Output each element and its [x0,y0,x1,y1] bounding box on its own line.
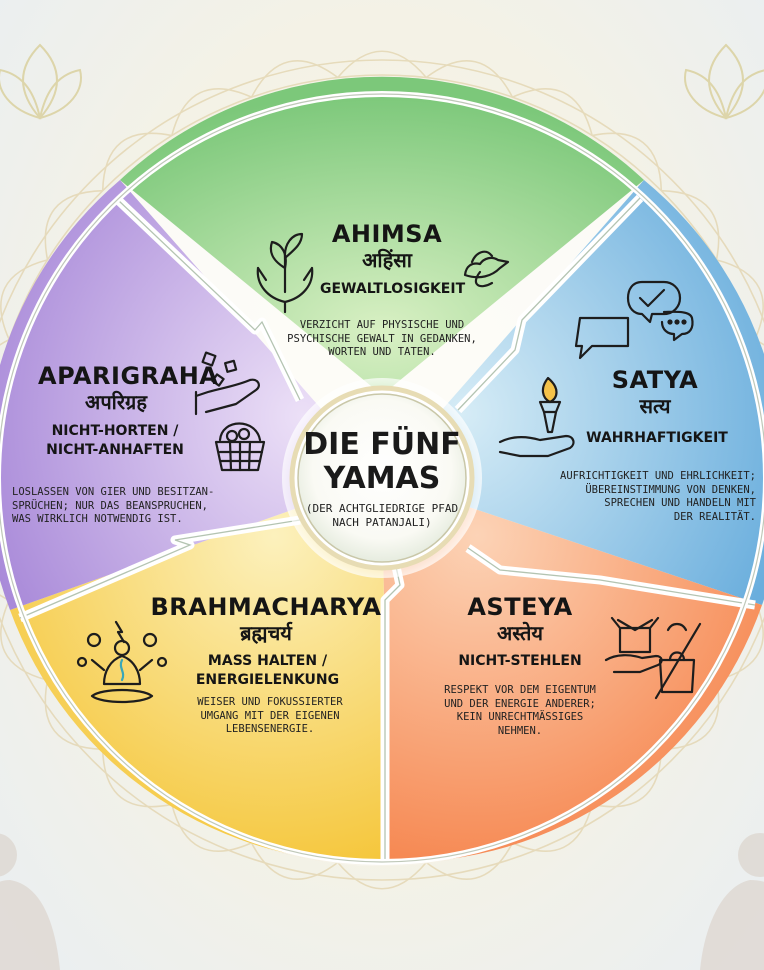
mandala-petal [661,679,720,751]
mandala-petal [337,862,427,890]
mandala-petal [171,88,252,136]
asteya-sanskrit: अस्तेय [496,621,544,645]
mandala-petal [661,189,720,261]
satya-translation: WAHRHAFTIGKEIT [586,430,728,446]
basket-icon [214,422,266,472]
mandala-petal [512,88,593,136]
mandala-petal [337,50,427,78]
mandala-petal [171,804,252,852]
mandala-petal [250,842,339,880]
ahimsa-description: VERZICHT AUF PHYSISCHE UND PSYCHISCHE GE… [287,319,477,358]
speech-bubbles-icon [574,280,694,360]
meditating-figure-icon [700,833,764,970]
center-title: DIE FÜNF YAMAS [303,427,461,496]
mandala-petal [0,259,48,340]
mandala-petal [512,804,593,852]
seedling-hands-icon [256,232,314,314]
satya-name: SATYA [611,366,699,394]
dove-icon [463,250,510,288]
mandala-petal [101,749,173,808]
ahimsa-sanskrit: अहिंसा [362,248,412,272]
segment-asteya [382,478,762,863]
asteya-translation: NICHT-STEHLEN [458,653,582,669]
asteya-description: RESPEKT VOR DEM EIGENTUM UND DER ENERGIE… [444,684,596,737]
brahmacharya-translation: MASS HALTEN / ENERGIELENKUNG [195,653,340,688]
aparigraha-translation: NICHT-HORTEN / NICHT-ANHAFTEN [46,423,184,458]
satya-description: AUFRICHTIGKEIT UND EHRLICHKEIT; ÜBEREINS… [560,470,756,523]
meditation-energy-icon [76,620,168,704]
torch-hand-icon [498,376,575,458]
mandala-petal [250,60,339,98]
lotus-icon [0,43,82,120]
mandala-petal [716,259,764,340]
mandala-petal [716,600,764,681]
no-taking-bag-icon [654,622,702,700]
mandala-petal [425,60,514,98]
mandala-petal [425,842,514,880]
center-subtitle: (DER ACHTGLIEDRIGE PFAD NACH PATANJALI) [305,502,459,529]
open-hand-releasing-icon [194,351,260,416]
brahmacharya-sanskrit: ब्रह्मचर्य [240,621,292,645]
brahmacharya-name: BRAHMACHARYA [150,593,382,621]
lotus-icon [684,43,764,120]
ahimsa-name: AHIMSA [331,220,443,248]
satya-block: SATYA सत्य [600,366,710,418]
mandala-petal [0,600,48,681]
asteya-name: ASTEYA [467,593,573,621]
mandala-petal [44,189,103,261]
meditating-figure-icon [0,833,60,970]
satya-sanskrit: सत्य [639,394,671,418]
mandala-petal [591,749,663,808]
aparigraha-name: APARIGRAHA [38,362,219,390]
ahimsa-translation: GEWALTLOSIGKEIT [320,281,466,297]
asteya-block: ASTEYA अस्तेय [455,593,585,645]
brahmacharya-description: WEISER UND FOKUSSIERTER UMGANG MIT DER E… [197,696,343,735]
segment-brahmacharya [10,478,388,863]
brahmacharya-block: BRAHMACHARYA ब्रह्मचर्य [150,593,382,645]
ahimsa-block: AHIMSA अहिंसा [282,220,492,272]
mandala-petal [591,132,663,191]
aparigraha-block: APARIGRAHA अपरिग्रह [38,362,219,414]
segment-ahimsa [120,76,644,395]
aparigraha-description: LOSLASSEN VON GIER UND BESITZAN- SPRÜCHE… [12,486,215,525]
mandala-petal [44,679,103,751]
mandala-petal [101,132,173,191]
aparigraha-sanskrit: अपरिग्रह [85,390,147,414]
